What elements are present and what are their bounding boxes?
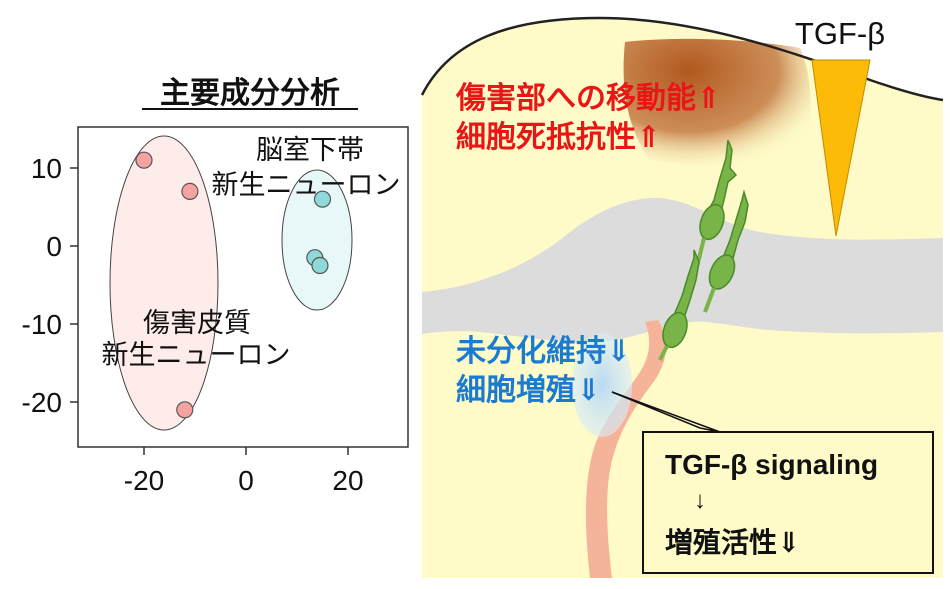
y-tick-label: 0 <box>46 231 62 262</box>
pca-title: 主要成分分析 <box>160 76 340 111</box>
migrating-neurons <box>658 139 749 361</box>
x-tick-label: 0 <box>238 465 254 496</box>
x-axis-ticks <box>143 447 349 455</box>
cell-death-resistance-text: 細胞死抵抗性⇑ <box>456 120 661 155</box>
x-tick-label: -20 <box>124 465 164 496</box>
y-axis-ticks <box>70 167 78 403</box>
lateral-ventricle <box>422 197 943 343</box>
svz-cluster-ellipse <box>281 169 353 311</box>
neuron-icon <box>703 189 749 313</box>
diagram-panel: TGF-β 傷害部への移動能⇑ 細胞死抵抗性⇑ 未分化維持⇓ 細胞 <box>420 16 944 578</box>
injured-cortex-data-point <box>176 401 194 419</box>
migratory-stream <box>585 320 666 578</box>
tgf-signaling-box <box>642 431 934 574</box>
svz-data-point <box>311 256 329 275</box>
injured-cortex-cluster-ellipse <box>109 135 219 431</box>
injured-cortex-cluster-label-line2: 新生ニューロン <box>102 340 291 371</box>
cell-proliferation-text: 細胞増殖⇓ <box>456 373 601 408</box>
callout-pointer-wedge <box>611 391 721 433</box>
pca-points <box>135 151 332 419</box>
svz-data-point <box>313 190 332 208</box>
tgf-signaling-title: TGF-β signaling <box>665 449 878 480</box>
svz-cluster-label-line1: 脳室下帯 <box>256 135 364 166</box>
pca-panel: 主要成分分析 -20 0 20 10 0 -10 -20 脳室下帯 新生ニュ <box>22 76 409 496</box>
y-tick-label: -20 <box>22 387 62 418</box>
injury-site <box>623 38 811 167</box>
brain-surface-outline <box>420 16 944 102</box>
subventricular-zone-highlight <box>572 333 632 437</box>
y-tick-label: -10 <box>22 309 62 340</box>
undifferentiated-maintenance-text: 未分化維持⇓ <box>456 334 631 369</box>
injured-cortex-cluster-label-line1: 傷害皮質 <box>143 308 251 339</box>
injured-cortex-data-point <box>181 182 199 200</box>
injured-cortex-data-point <box>135 151 153 169</box>
x-tick-label: 20 <box>332 465 363 496</box>
tgf-beta-gradient-triangle <box>811 59 871 237</box>
migration-ability-text: 傷害部への移動能⇑ <box>455 81 721 116</box>
proliferation-activity-text: 増殖活性⇓ <box>665 526 800 559</box>
neuron-icon <box>693 139 738 276</box>
svz-cluster-label-line2: 新生ニューロン <box>212 170 401 201</box>
y-tick-label: 10 <box>31 153 62 184</box>
neuron-icon <box>658 249 700 361</box>
down-arrow-icon: ↓ <box>694 487 706 514</box>
tgf-beta-label: TGF-β <box>795 16 885 51</box>
